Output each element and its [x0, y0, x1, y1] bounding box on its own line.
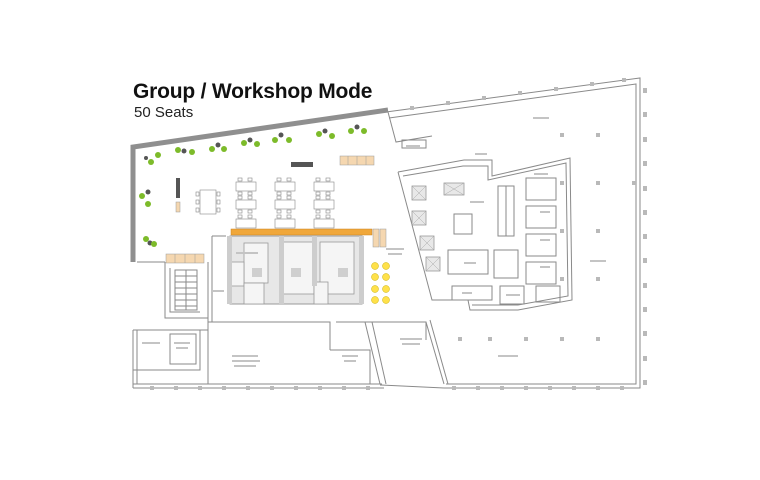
chair-icon [175, 147, 187, 154]
stool-icon [382, 273, 390, 281]
chair-icon [155, 152, 161, 158]
chair-icon [286, 137, 292, 143]
chair-icon [329, 133, 335, 139]
chair-icon [361, 128, 367, 134]
misc-walls [329, 111, 433, 346]
column-marks [150, 78, 647, 390]
chair-icon [254, 141, 260, 147]
stool-icon [371, 273, 379, 281]
stool-icon [382, 296, 390, 304]
service-counter [230, 228, 387, 248]
chair-icon [316, 128, 328, 137]
chair-icon [272, 132, 284, 143]
elevator-icon [411, 182, 465, 272]
wood-storage [165, 155, 375, 264]
chair-icon [139, 189, 151, 199]
restroom-icon [338, 268, 348, 277]
restroom-icon [252, 268, 262, 277]
stool-icon [371, 296, 379, 304]
stool-icon [371, 262, 379, 270]
chair-icon [144, 156, 154, 165]
stool-icon [371, 285, 379, 293]
stool-icon [382, 262, 390, 270]
restroom-core [211, 235, 364, 322]
room-label-marks [142, 117, 606, 367]
chair-icon [151, 241, 157, 247]
seat-count: 50 Seats [134, 104, 194, 121]
classroom-tables [195, 177, 335, 229]
restroom-icon [291, 268, 301, 277]
lounge-row [139, 124, 367, 247]
stool-icon [382, 285, 390, 293]
chair-icon [221, 146, 227, 152]
chair-icon [209, 142, 221, 152]
bench [176, 178, 180, 198]
overflow-stools [371, 262, 390, 304]
chair-icon [348, 124, 360, 134]
north-wall [130, 107, 389, 263]
chair-icon [241, 137, 253, 146]
chair-icon [189, 149, 195, 155]
page-title: Group / Workshop Mode [133, 80, 373, 103]
chair-icon [145, 201, 151, 207]
building-core [397, 157, 573, 311]
bench [291, 162, 313, 167]
